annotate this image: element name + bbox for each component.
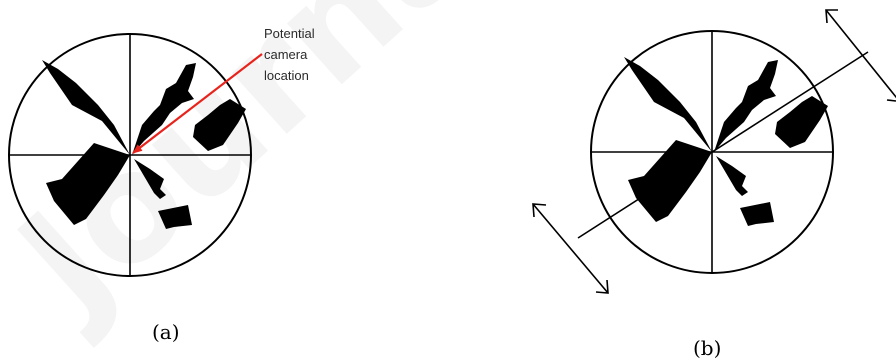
camera-axis-line [578, 52, 868, 238]
annotation-line-1: Potential [264, 26, 315, 41]
panel-b: (b) [533, 10, 896, 359]
caption-a: (a) [152, 320, 180, 344]
caption-b: (b) [693, 336, 721, 359]
double-arrow-left [533, 204, 608, 293]
annotation-line-2: camera [264, 47, 308, 62]
double-arrow-right-head-bottom [887, 100, 896, 101]
annotation-line-3: location [264, 68, 309, 83]
